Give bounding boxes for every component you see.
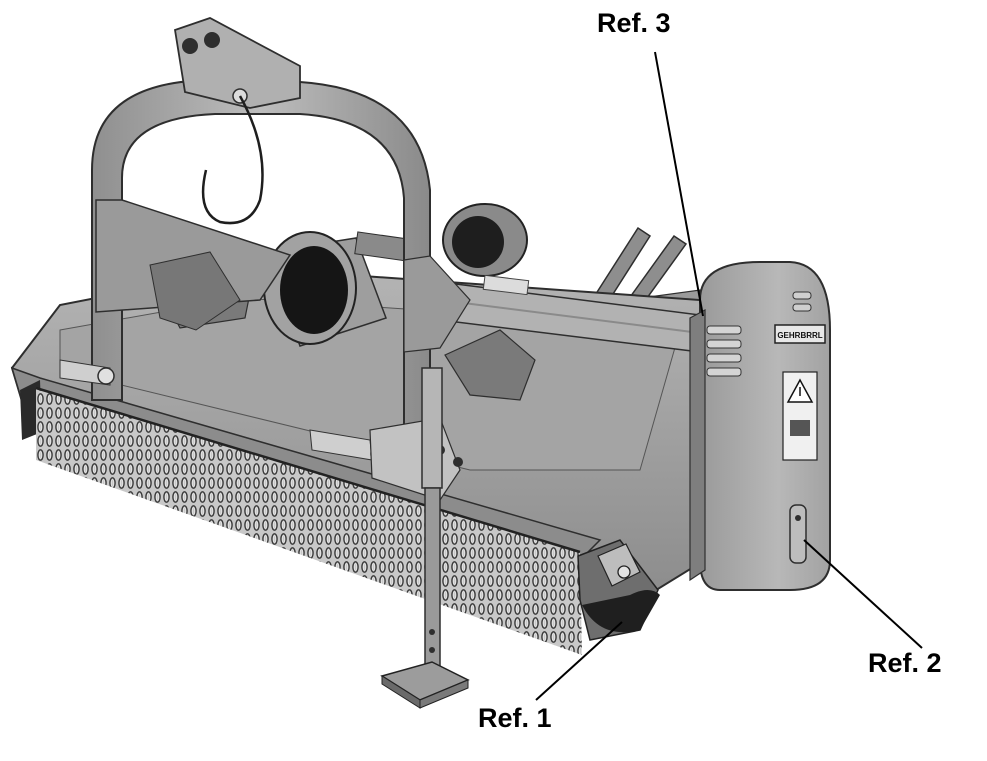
belt-cover: GEHRBRRL	[689, 261, 831, 591]
callout-ref-2: Ref. 2	[868, 648, 942, 678]
callout-ref-3: Ref. 3	[597, 8, 671, 38]
front-roller	[577, 539, 660, 641]
callout-ref-1: Ref. 1	[478, 703, 552, 733]
parking-stand	[380, 367, 470, 709]
ref1-leader	[535, 621, 623, 701]
rear-drum	[442, 203, 528, 277]
callout-leaders	[535, 51, 923, 701]
hitch-arch	[91, 17, 471, 471]
brand-plate-text: GEHRBRRL	[777, 331, 822, 340]
warning-triangle-icon	[786, 378, 814, 403]
pto-input	[263, 231, 418, 347]
ref3-leader	[654, 51, 704, 317]
ref2-leader	[803, 539, 923, 649]
chain-guard	[35, 386, 582, 655]
